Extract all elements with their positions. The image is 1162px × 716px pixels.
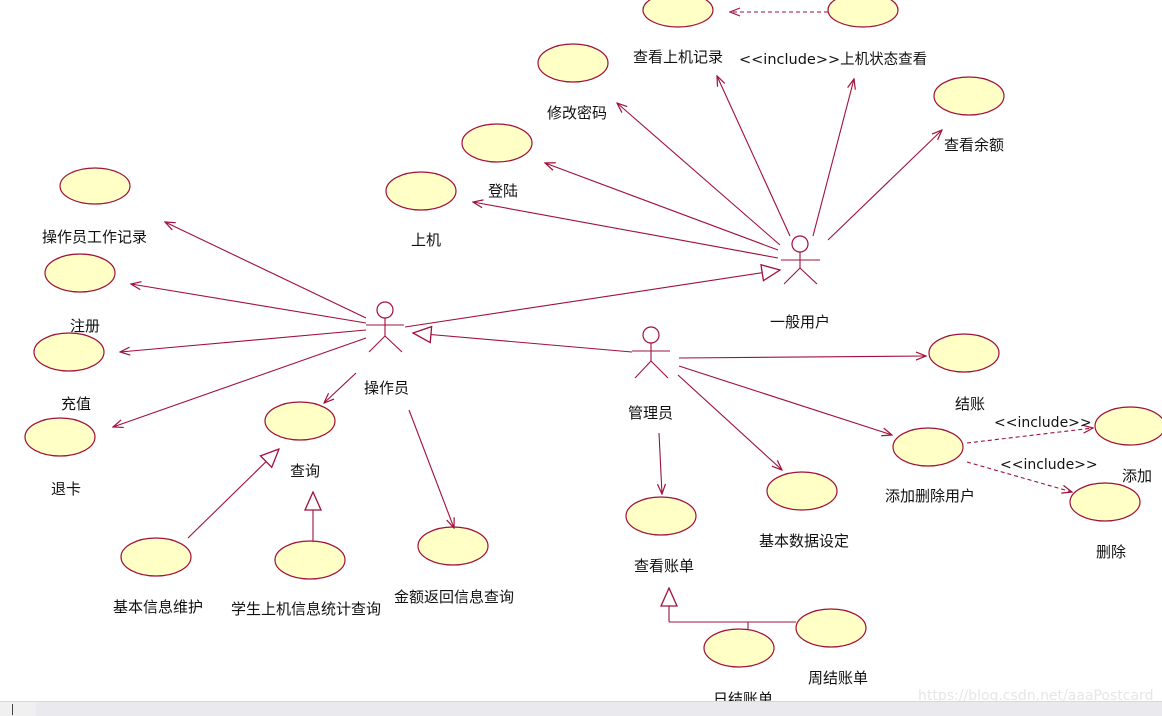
watermark: https://blog.csdn.net/aaaPostcard <box>918 688 1153 704</box>
assoc-admin-add-delete <box>678 365 892 435</box>
label-refund-info-query: 金额返回信息查询 <box>394 588 514 606</box>
usecase-ellipse-student-stats-query[interactable] <box>274 540 346 580</box>
assoc-op-recharge <box>120 329 367 352</box>
label-login: 登陆 <box>488 182 518 200</box>
assoc-user-go-online <box>473 202 779 259</box>
assoc-admin-checkout <box>678 356 926 358</box>
label-refund-card: 退卡 <box>51 480 81 498</box>
label-operator-work-records: 操作员工作记录 <box>42 228 147 246</box>
assoc-op-query <box>324 372 357 403</box>
usecase-ellipse-basic-data-setting[interactable] <box>766 471 838 511</box>
label-student-stats-query: 学生上机信息统计查询 <box>231 600 381 618</box>
label-view-login-records: 查看上机记录 <box>633 48 723 66</box>
assoc-user-change-password <box>617 103 781 246</box>
usecase-ellipse-status-check[interactable] <box>827 0 899 28</box>
usecase-ellipse-operator-work-records[interactable] <box>59 167 131 205</box>
usecase-ellipse-login[interactable] <box>461 123 533 163</box>
label-query: 查询 <box>290 462 320 480</box>
label-actor-admin: 管理员 <box>628 404 673 422</box>
label-register: 注册 <box>70 317 100 335</box>
gen-bills-connector <box>747 621 796 630</box>
label-include-status: <<include>>上机状态查看 <box>739 51 927 68</box>
include-to-delete <box>966 461 1072 492</box>
assoc-op-refund-info <box>408 409 454 528</box>
usecase-ellipse-refund-card[interactable] <box>24 417 96 457</box>
assoc-op-register <box>131 284 367 324</box>
label-include-delete: <<include>> <box>1000 457 1098 473</box>
assoc-admin-view-bill <box>659 432 662 494</box>
label-actor-general-user: 一般用户 <box>770 313 830 331</box>
label-add: 添加 <box>1122 467 1152 485</box>
label-include-add: <<include>> <box>994 415 1092 431</box>
label-view-bill: 查看账单 <box>634 557 694 575</box>
label-recharge: 充值 <box>61 395 91 413</box>
usecase-ellipse-daily-bill[interactable] <box>703 628 775 668</box>
usecase-ellipse-change-password[interactable] <box>537 43 609 83</box>
assoc-user-login <box>545 163 779 251</box>
usecase-ellipse-basic-info-maintenance[interactable] <box>120 537 192 577</box>
assoc-op-work-records <box>165 222 367 319</box>
usecase-ellipse-recharge[interactable] <box>33 332 105 372</box>
gen-admin-to-operator <box>413 333 633 353</box>
usecase-ellipse-view-bill[interactable] <box>625 496 697 536</box>
actor-operator[interactable] <box>366 301 404 353</box>
status-bar-field <box>36 702 1162 716</box>
include-to-add <box>966 428 1093 444</box>
label-basic-info-maintenance: 基本信息维护 <box>113 598 203 616</box>
text-caret <box>12 704 13 715</box>
gen-operator-to-user <box>404 270 780 328</box>
usecase-ellipse-view-login-records[interactable] <box>642 0 714 28</box>
label-actor-operator: 操作员 <box>364 379 409 397</box>
assoc-user-balance <box>827 130 942 241</box>
label-basic-data-setting: 基本数据设定 <box>759 532 849 550</box>
assoc-op-refund-card <box>113 337 367 427</box>
usecase-ellipse-weekly-bill[interactable] <box>795 608 867 648</box>
usecase-ellipse-add[interactable] <box>1094 406 1162 446</box>
usecase-ellipse-add-delete-user[interactable] <box>892 427 964 467</box>
gen-basic-info-to-query <box>187 449 279 539</box>
usecase-ellipse-checkout[interactable] <box>928 333 1000 373</box>
assoc-admin-basic-data <box>677 374 782 470</box>
label-checkout: 结账 <box>955 395 985 413</box>
label-view-balance: 查看余额 <box>944 136 1004 154</box>
actor-admin[interactable] <box>632 326 670 379</box>
assoc-user-login-records <box>717 76 791 237</box>
usecase-ellipse-query[interactable] <box>264 401 336 441</box>
usecase-ellipse-refund-info-query[interactable] <box>417 526 489 566</box>
label-weekly-bill: 周结账单 <box>808 669 868 687</box>
label-go-online: 上机 <box>411 231 441 249</box>
status-bar <box>0 701 1162 716</box>
label-delete: 删除 <box>1096 543 1126 561</box>
label-change-password: 修改密码 <box>547 104 607 122</box>
usecase-ellipse-delete[interactable] <box>1069 482 1141 522</box>
usecase-ellipse-go-online[interactable] <box>385 171 457 211</box>
usecase-ellipse-register[interactable] <box>44 253 116 293</box>
label-add-delete-user: 添加删除用户 <box>885 487 975 505</box>
assoc-user-status-check <box>812 79 854 237</box>
actor-general-user[interactable] <box>781 235 820 285</box>
usecase-ellipse-view-balance[interactable] <box>933 76 1005 116</box>
